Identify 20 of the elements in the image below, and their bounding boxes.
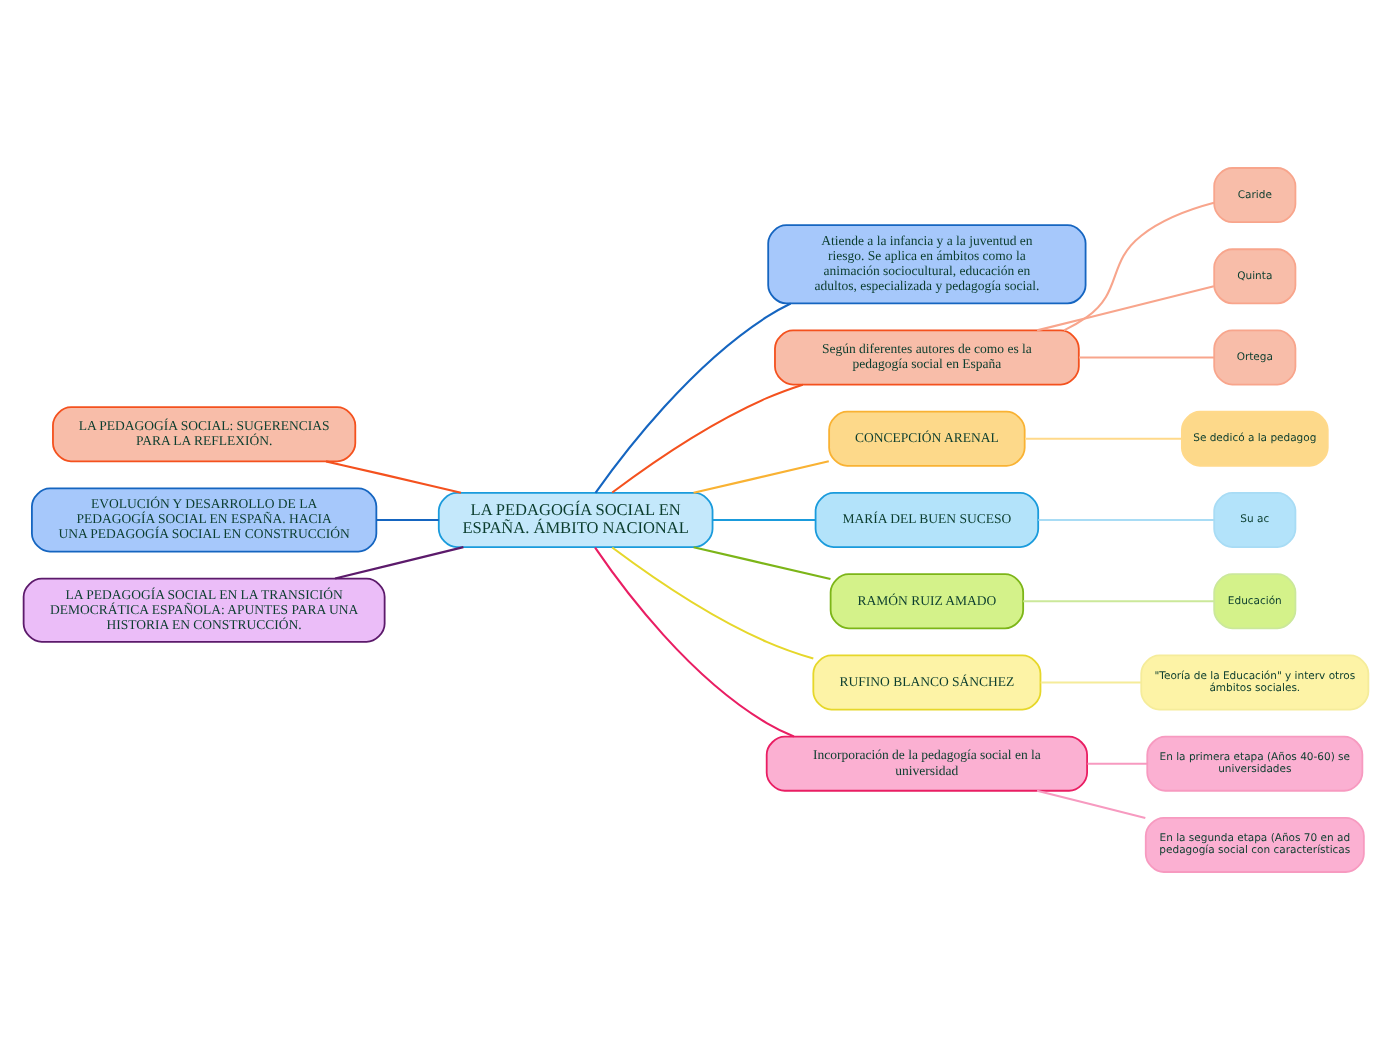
connector <box>693 546 831 581</box>
connector <box>376 518 439 522</box>
connector <box>1087 762 1148 765</box>
connector <box>693 460 830 494</box>
connector <box>594 547 795 738</box>
connector <box>712 518 816 522</box>
connector <box>1023 600 1214 603</box>
node-box: LA PEDAGOGÍA SOCIAL EN ESPAÑA. ÁMBITO NACIONAL <box>437 492 714 548</box>
connector <box>1036 285 1215 332</box>
connector <box>1025 437 1182 440</box>
connector <box>1036 789 1146 819</box>
connector <box>1040 681 1142 684</box>
connector <box>611 383 804 494</box>
connector <box>1038 518 1215 522</box>
connector <box>594 302 792 494</box>
connector <box>1078 356 1214 359</box>
connector <box>334 546 464 580</box>
connector <box>611 546 814 660</box>
connector <box>325 460 462 494</box>
connector <box>1063 201 1215 332</box>
